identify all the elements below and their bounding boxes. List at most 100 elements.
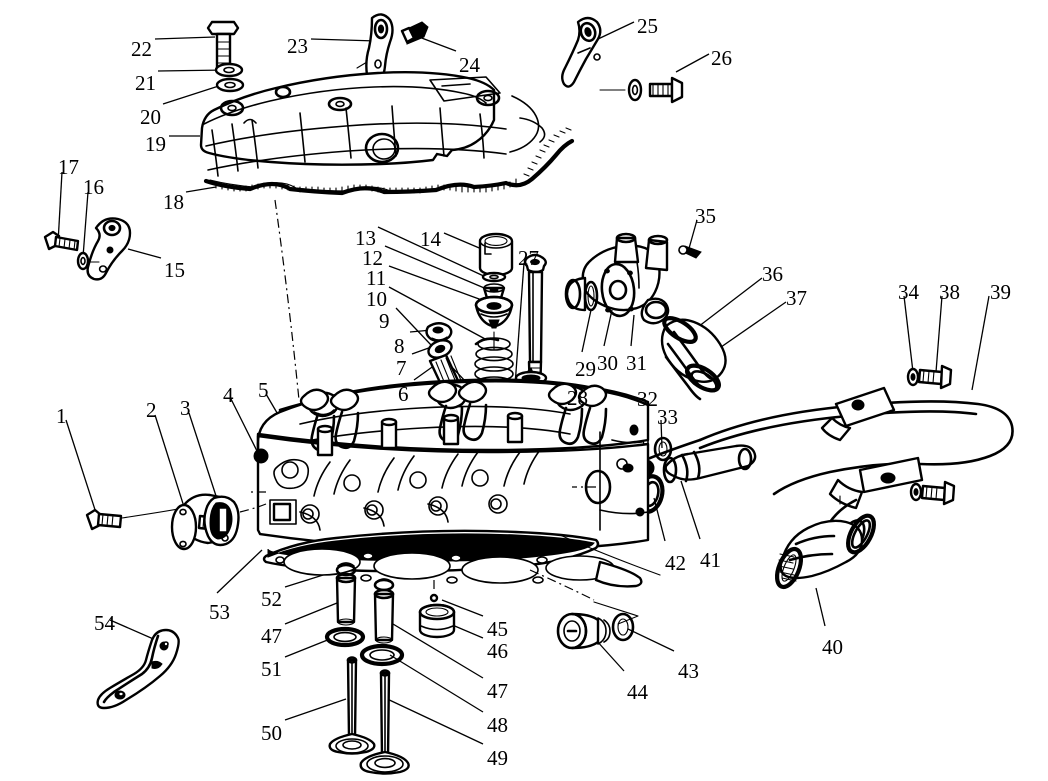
callout-number-19: 19	[145, 132, 166, 156]
part-47-valve-guide-a	[335, 562, 357, 626]
callout-number-5: 5	[258, 378, 269, 402]
leader-line-23	[310, 38, 378, 42]
part-34-washer-upper	[906, 367, 920, 387]
part-40-bypass-hose-lower	[774, 513, 876, 590]
callout-number-28: 28	[567, 386, 588, 410]
leader-line-44	[595, 639, 625, 672]
part-52-head-gasket	[262, 529, 661, 588]
callout-number-9: 9	[379, 309, 390, 333]
leader-line-38	[935, 295, 943, 373]
callout-number-39: 39	[990, 280, 1011, 304]
callout-number-22: 22	[131, 37, 152, 61]
callout-number-40: 40	[822, 635, 843, 659]
part-37-bypass-hose-upper	[660, 316, 727, 401]
leader-line-48	[389, 654, 484, 713]
part-17-bolt-left	[43, 230, 80, 252]
callout-number-16: 16	[83, 175, 104, 199]
callout-number-11: 11	[366, 266, 387, 290]
leader-line-45	[441, 599, 484, 617]
part-38-bolt-lower	[920, 480, 956, 506]
part-34-washer-lower	[909, 482, 923, 502]
callout-number-34: 34	[898, 280, 919, 304]
leader-line-16	[82, 191, 89, 258]
callout-number-18: 18	[163, 190, 184, 214]
leader-line-54	[109, 619, 159, 642]
leader-line-39	[971, 295, 990, 391]
leader-line-35	[687, 219, 698, 253]
leader-line-49	[382, 696, 484, 745]
cam-bearing-caps	[299, 380, 608, 453]
part-31-water-outlet-housing	[564, 232, 670, 325]
leader-line-30	[603, 309, 613, 347]
leader-line-25	[595, 21, 635, 41]
part-38-bolt-upper	[917, 364, 953, 390]
leader-line-22	[154, 36, 216, 40]
part-8-cam-cap	[425, 322, 453, 343]
leader-line-29	[581, 309, 592, 353]
part-49-exhaust-valve	[359, 669, 410, 775]
dowel-reference-line	[274, 199, 300, 401]
leader-line-15	[127, 248, 162, 259]
part-25-lifting-bracket	[561, 16, 602, 88]
leader-line-24	[418, 36, 457, 52]
leader-lines	[57, 21, 990, 745]
part-19-valve-cover	[199, 70, 546, 177]
callout-number-26: 26	[711, 46, 732, 70]
callout-number-17: 17	[58, 155, 79, 179]
callout-number-14: 14	[420, 227, 441, 251]
leader-line-46	[449, 623, 484, 639]
leader-line-40	[815, 587, 826, 627]
part-50-intake-valve	[328, 656, 376, 755]
callout-number-4: 4	[223, 383, 234, 407]
leader-line-47	[284, 602, 338, 625]
callout-number-29: 29	[575, 357, 596, 381]
leader-line-17	[57, 171, 63, 244]
leader-line-12	[384, 245, 490, 291]
callout-number-12: 12	[362, 246, 383, 270]
leader-line-47	[382, 617, 484, 679]
part-46-shim-cup	[418, 603, 456, 639]
callout-number-7: 7	[396, 356, 407, 380]
part-4-plug	[253, 448, 269, 464]
callout-number-43: 43	[678, 659, 699, 683]
callout-number-1: 1	[56, 404, 67, 428]
callout-number-6: 6	[398, 382, 409, 406]
part-11-spring-retainer	[474, 295, 514, 329]
part-45-retainer-pin	[429, 580, 439, 603]
part-29-o-ring-water-outlet	[583, 280, 599, 312]
leader-line-50	[284, 698, 347, 721]
leader-line-36	[693, 277, 763, 331]
callout-number-41: 41	[700, 548, 721, 572]
part-18-valve-cover-gasket	[203, 127, 575, 196]
callout-number-44: 44	[627, 680, 648, 704]
leader-line-4	[230, 398, 260, 456]
callout-number-47: 47	[261, 624, 282, 648]
part-13-valve-shim	[481, 271, 507, 283]
callout-number-3: 3	[180, 396, 191, 420]
callout-number-54: 54	[94, 611, 115, 635]
callout-number-23: 23	[287, 34, 308, 58]
callout-number-8: 8	[394, 334, 405, 358]
callout-number-31: 31	[626, 351, 647, 375]
callout-number-24: 24	[459, 53, 480, 77]
callout-number-53: 53	[209, 600, 230, 624]
part-16-washer-left	[76, 251, 90, 271]
callout-number-45: 45	[487, 617, 508, 641]
leader-line-13	[377, 226, 489, 279]
part-35-stud	[677, 245, 702, 259]
callout-number-10: 10	[366, 287, 387, 311]
part-16-washer-right	[599, 78, 643, 102]
part-20-seal-washer	[215, 77, 245, 93]
leader-line-53	[216, 549, 263, 594]
callout-number-30: 30	[597, 351, 618, 375]
callout-number-47: 47	[487, 679, 508, 703]
callout-number-50: 50	[261, 721, 282, 745]
leader-line-1	[65, 419, 99, 520]
part-7-washer-cam	[427, 339, 453, 359]
callout-number-20: 20	[140, 105, 161, 129]
part-43-o-ring-sensor	[529, 569, 639, 642]
part-51-valve-seat-a	[324, 626, 366, 648]
callout-number-32: 32	[637, 387, 658, 411]
callout-number-13: 13	[355, 226, 376, 250]
